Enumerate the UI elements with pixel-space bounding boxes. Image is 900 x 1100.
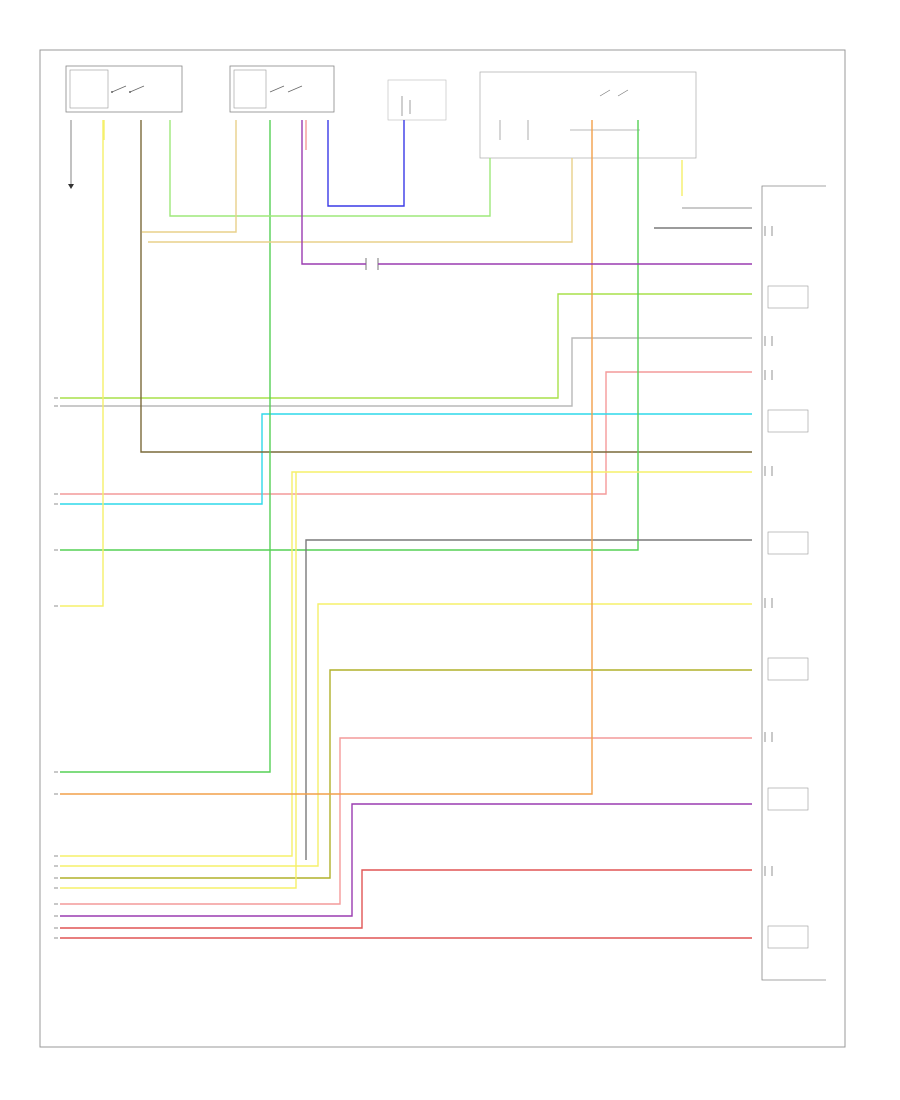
- green-wire-2: [60, 120, 271, 773]
- relay-2: [229, 65, 335, 113]
- yellow-wire-4: [60, 472, 297, 889]
- tan-wire-2: [148, 158, 573, 243]
- ground-symbol: [68, 120, 74, 189]
- wire-layer: [60, 120, 752, 939]
- module-connector-marks: [764, 226, 773, 876]
- pink-wire-1: [60, 371, 752, 495]
- gray-wire-1: [60, 337, 752, 407]
- purple-wire-1: [301, 120, 752, 265]
- relay-1: [65, 65, 183, 113]
- yellow-wire-3: [60, 603, 752, 867]
- diagram-frame: [39, 49, 846, 1048]
- hot-at-all-times-fuse-box: [479, 71, 697, 159]
- yel-grn-wire-top: [60, 293, 752, 399]
- yellow-wire-2: [60, 471, 752, 857]
- brown-wire: [140, 120, 752, 453]
- hot-at-all-times-fuse-1: [387, 79, 447, 121]
- purple-wire-2: [60, 803, 752, 917]
- control-module: [761, 185, 826, 981]
- green-wire-1: [60, 120, 639, 551]
- tan-wire: [142, 120, 237, 233]
- lt-green-wire: [169, 120, 491, 217]
- orange-wire: [60, 120, 593, 795]
- cyan-wire: [60, 413, 752, 505]
- red-wire-2: [60, 869, 752, 929]
- yellow-wire-long: [60, 120, 104, 607]
- dk-gray-wire: [305, 539, 752, 860]
- inline-connector: [365, 258, 379, 270]
- blue-wire: [327, 120, 405, 207]
- left-pin-markers: [54, 397, 58, 939]
- pink-wire-2: [60, 737, 752, 905]
- olive-wire: [60, 669, 752, 879]
